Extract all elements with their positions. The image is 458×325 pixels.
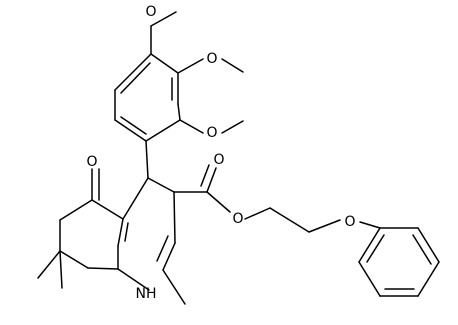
bond xyxy=(162,269,186,305)
bond xyxy=(358,227,381,263)
bond xyxy=(156,235,169,262)
bond xyxy=(206,191,231,213)
bond xyxy=(114,119,147,142)
atom-labels: O O O O O O O NH xyxy=(86,4,355,302)
bond xyxy=(200,164,210,187)
bond xyxy=(147,177,175,193)
bond xyxy=(124,222,129,242)
atom-label-oxygen: O xyxy=(86,154,97,170)
bonds xyxy=(37,11,440,305)
bond xyxy=(150,53,179,74)
atom-label-nh: NH xyxy=(136,286,157,302)
bond xyxy=(37,250,61,279)
atom-label-oxygen: O xyxy=(213,152,224,168)
bond xyxy=(177,58,204,74)
atom-label-oxygen: O xyxy=(206,51,217,67)
bond xyxy=(269,207,310,233)
bond xyxy=(87,267,119,270)
bond xyxy=(145,140,149,179)
atom-label-oxygen: O xyxy=(344,214,355,230)
bond xyxy=(114,53,152,91)
bond xyxy=(366,234,385,263)
atom-label-oxygen: O xyxy=(232,211,243,227)
bond xyxy=(179,119,204,134)
bond xyxy=(59,199,93,221)
bond xyxy=(59,250,63,289)
bond xyxy=(117,218,124,247)
bond xyxy=(417,261,440,297)
bond xyxy=(359,221,381,229)
bond xyxy=(417,227,440,263)
bond xyxy=(150,11,177,27)
bond xyxy=(145,119,181,142)
bond xyxy=(122,177,149,220)
bond xyxy=(120,116,147,135)
bond xyxy=(308,219,341,233)
bond xyxy=(173,191,176,244)
bond xyxy=(221,58,244,73)
bond xyxy=(244,207,271,220)
bond xyxy=(358,261,381,297)
atom-label-oxygen: O xyxy=(145,4,156,20)
bond xyxy=(59,250,89,269)
bond xyxy=(221,120,244,134)
bond xyxy=(206,167,217,193)
bond xyxy=(412,234,432,265)
bond xyxy=(117,268,150,291)
bond xyxy=(162,242,176,271)
bond xyxy=(177,103,181,121)
bond xyxy=(120,62,151,94)
atom-label-oxygen: O xyxy=(206,125,217,141)
bond xyxy=(91,199,124,220)
